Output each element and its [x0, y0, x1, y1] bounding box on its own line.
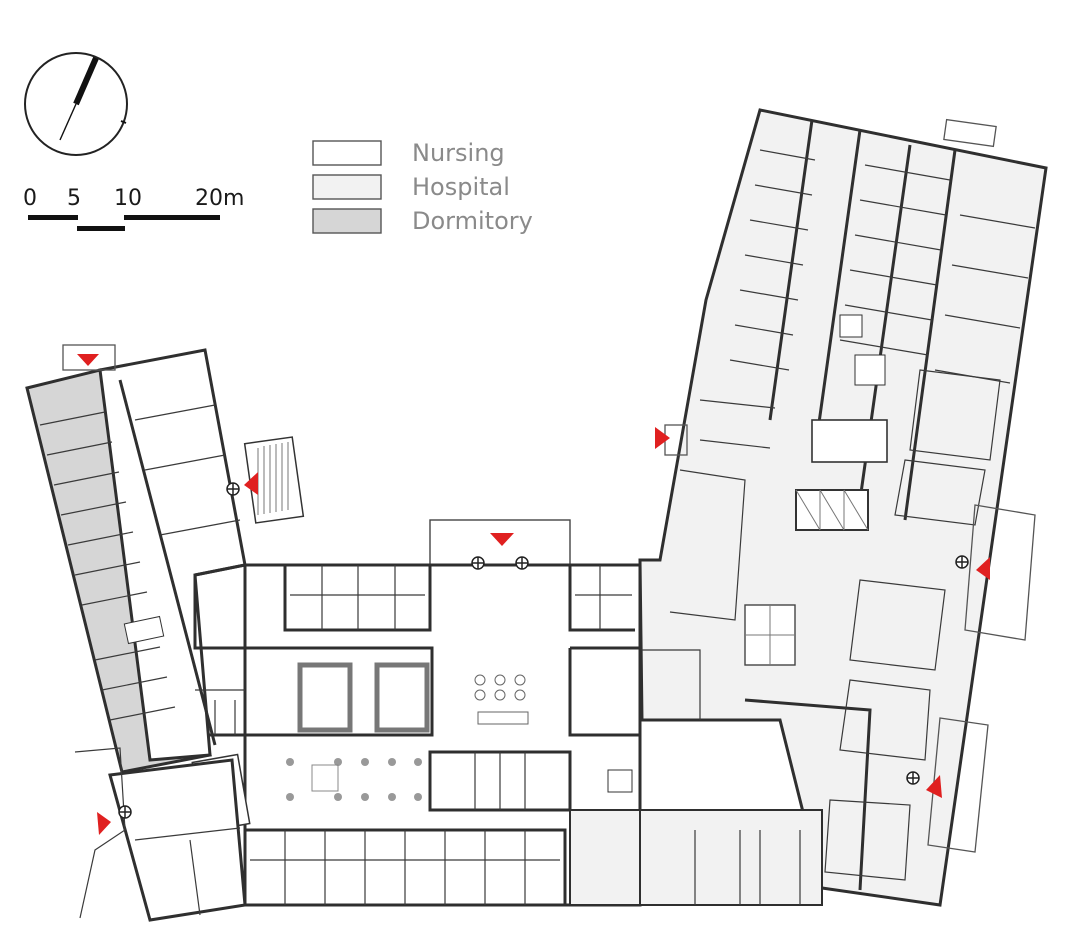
scale-label-10: 10	[114, 186, 142, 211]
entrance-markers	[77, 354, 990, 835]
scale-label-20m: 20m	[195, 186, 244, 211]
door-symbol-central-left	[471, 556, 485, 570]
legend-label-nursing: Nursing	[412, 139, 505, 167]
legend-label-hospital: Hospital	[412, 173, 510, 201]
entrance-triangle-icon	[490, 533, 514, 546]
legend-swatch-dormitory	[312, 208, 382, 234]
scale-label-0: 0	[23, 186, 37, 211]
door-symbol-central-right	[515, 556, 529, 570]
entrance-triangle-icon	[77, 354, 99, 366]
central-nursing-block	[195, 519, 823, 907]
entrance-triangle-icon	[244, 472, 258, 495]
legend-swatch-nursing	[312, 140, 382, 166]
door-symbol-east-lower	[906, 771, 920, 785]
door-symbol-east-upper	[955, 555, 969, 569]
entrance-triangle-icon	[97, 812, 111, 835]
scale-label-5: 5	[67, 186, 81, 211]
door-symbol-west-upper	[226, 482, 240, 496]
entrance-triangle-icon	[655, 427, 670, 449]
north-arrow-icon	[24, 52, 128, 156]
door-symbol-west-lower	[118, 805, 132, 819]
entrance-triangle-icon	[976, 557, 990, 580]
legend-label-dormitory: Dormitory	[412, 207, 533, 235]
dormitory-wing-west	[25, 348, 305, 922]
exterior-canopies	[62, 118, 1036, 853]
scale-bar: 0 5 10 20m	[23, 186, 244, 231]
hospital-wing-east	[638, 108, 1048, 907]
legend: Nursing Hospital Dormitory	[312, 139, 533, 235]
door-symbols	[118, 482, 969, 819]
legend-swatch-hospital	[312, 174, 382, 200]
entrance-triangle-icon	[926, 775, 942, 798]
